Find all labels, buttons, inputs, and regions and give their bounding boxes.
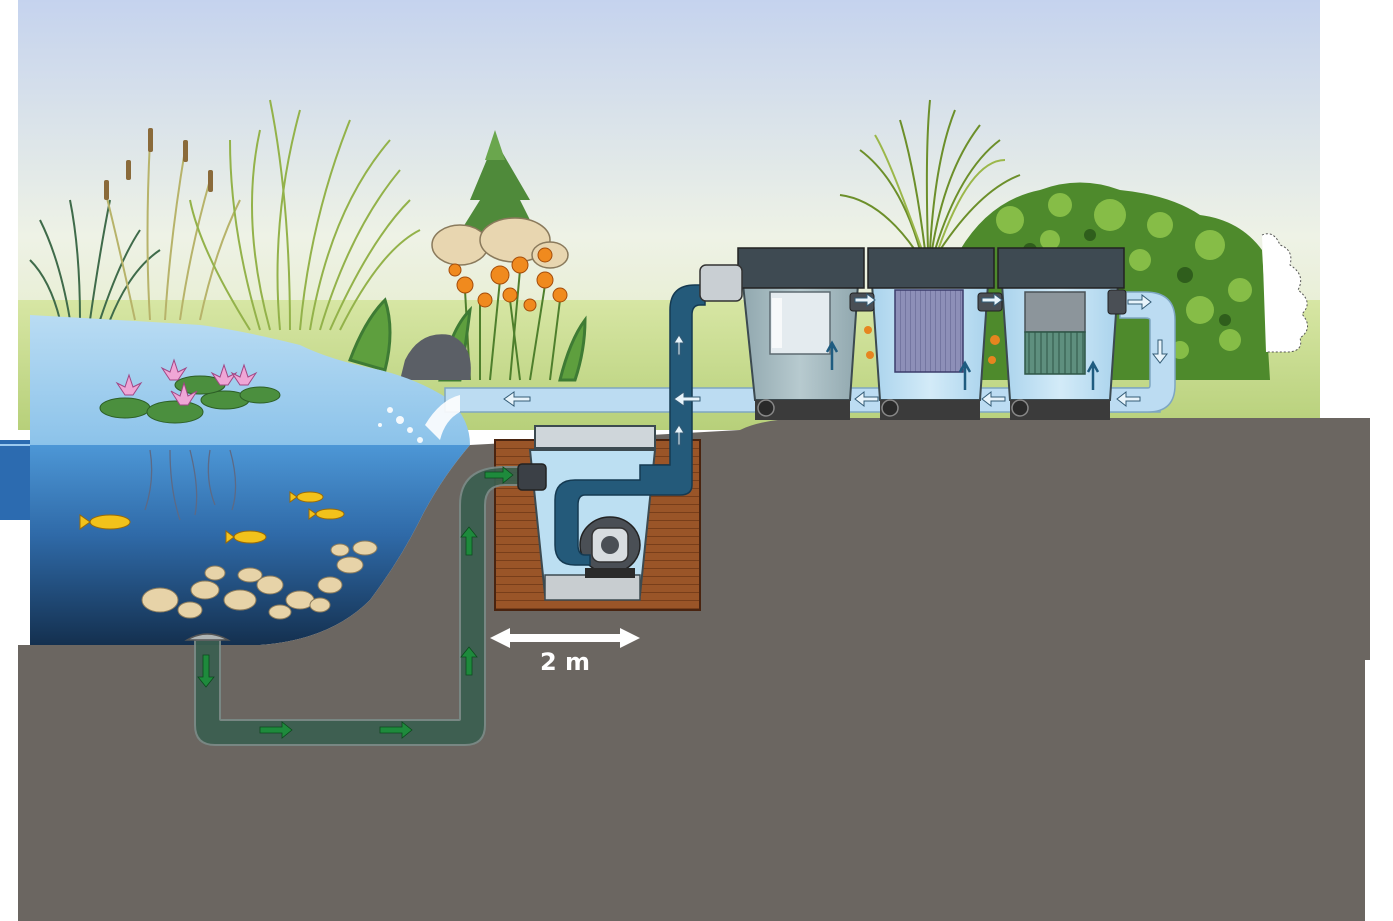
flow-arrow <box>197 654 215 688</box>
pump-outlet-pipe <box>554 264 743 566</box>
pond-edge-bands <box>0 440 30 520</box>
waterfall-splash <box>378 395 460 443</box>
flow-arrows-green <box>197 466 514 739</box>
flow-arrow <box>981 293 1003 307</box>
dark-boulder <box>400 334 471 380</box>
flow-arrow <box>1116 390 1141 408</box>
pond-water-body <box>0 445 470 645</box>
flow-arrow <box>503 391 531 407</box>
filter-modules <box>737 247 1127 420</box>
pond <box>0 315 470 645</box>
goldfish <box>79 491 345 544</box>
flow-arrow <box>673 391 701 407</box>
ornamental-grass-right <box>839 99 1021 251</box>
conifer-shrub <box>455 130 540 240</box>
flow-arrows-blue <box>503 293 1169 446</box>
pump-chamber-lid <box>534 425 656 449</box>
pump <box>579 516 641 578</box>
pond-stones <box>141 540 378 620</box>
upflow-arrow <box>1086 360 1100 390</box>
filter-brushes <box>1024 331 1086 375</box>
flow-arrow <box>1151 339 1169 364</box>
reeds-and-grasses <box>29 99 421 331</box>
flow-arrow <box>673 334 685 356</box>
flow-arrow <box>981 390 1006 408</box>
bottom-drain <box>184 633 231 641</box>
flow-arrow <box>1127 293 1152 311</box>
flow-arrow <box>379 721 413 739</box>
upflow-arrow <box>958 360 972 390</box>
flow-arrow <box>259 721 293 739</box>
lily-roots <box>144 449 237 521</box>
feed-pipe <box>184 463 547 746</box>
filter-inlet-connector <box>699 264 743 302</box>
upflow-arrow <box>825 340 839 370</box>
filter-module-brush <box>997 247 1125 420</box>
filter-module-uv <box>737 247 865 420</box>
flow-arrow <box>673 424 685 446</box>
filter-module-mesh <box>867 247 995 420</box>
double-arrow <box>490 628 640 648</box>
filter-foam <box>894 289 964 373</box>
water-lilies <box>99 358 281 424</box>
flow-arrow <box>854 390 879 408</box>
distance-label: 2 m <box>540 648 590 676</box>
flow-arrow <box>460 646 478 676</box>
flow-arrow <box>854 293 876 307</box>
distance-marker: 2 m <box>490 628 640 676</box>
ground-section <box>18 418 1370 921</box>
flow-arrow <box>460 526 478 556</box>
flow-arrow <box>484 466 514 484</box>
